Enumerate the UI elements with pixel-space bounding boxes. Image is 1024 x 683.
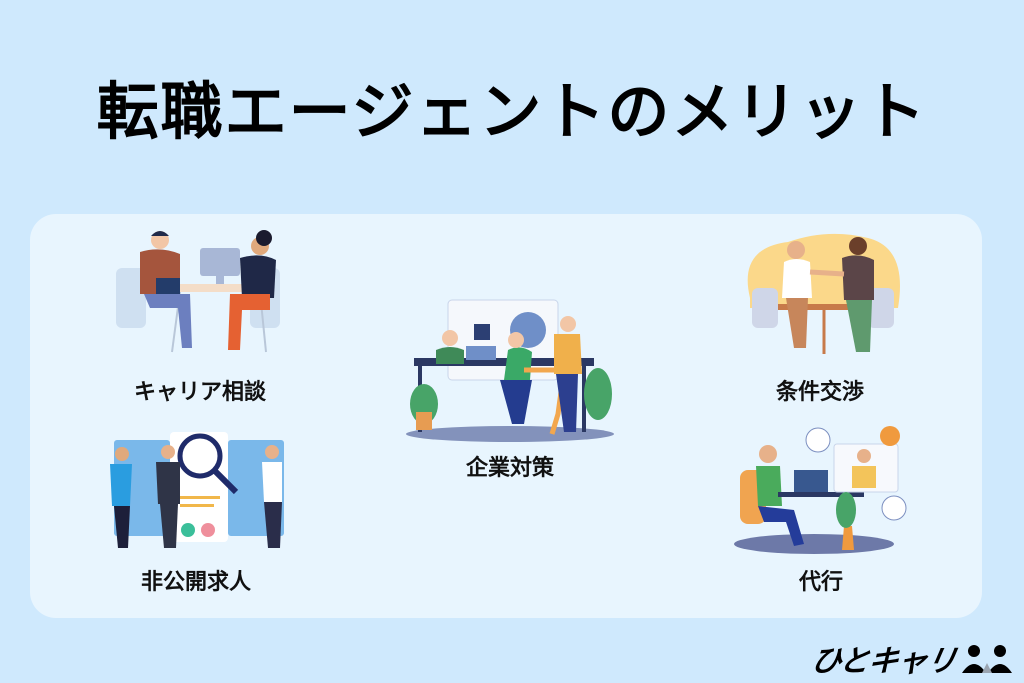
team-presentation-illustration bbox=[406, 299, 614, 442]
card-company-prep: 企業対策 bbox=[400, 294, 620, 484]
card-label: 条件交渉 bbox=[775, 380, 864, 405]
card-negotiation: 条件交渉 bbox=[730, 228, 910, 408]
page-title: 転職エージェントのメリット bbox=[96, 75, 928, 148]
card-label: キャリア相談 bbox=[133, 380, 266, 405]
meeting-illustration bbox=[116, 230, 280, 353]
remote-agent-illustration bbox=[734, 426, 907, 554]
people-icon bbox=[962, 645, 1012, 673]
card-proxy: 代行 bbox=[726, 426, 916, 606]
card-label: 企業対策 bbox=[465, 456, 554, 481]
handshake-illustration bbox=[747, 233, 900, 354]
card-label: 代行 bbox=[798, 570, 843, 595]
candidate-search-illustration bbox=[110, 432, 284, 548]
logo-text: ひとキャリ bbox=[808, 644, 959, 679]
card-career-consultation: キャリア相談 bbox=[100, 228, 300, 408]
benefits-panel: キャリア相談 企業対策 bbox=[30, 214, 982, 618]
card-label: 非公開求人 bbox=[140, 570, 251, 595]
brand-logo: ひとキャリ bbox=[808, 639, 1014, 679]
card-hidden-jobs: 非公開求人 bbox=[96, 426, 296, 606]
